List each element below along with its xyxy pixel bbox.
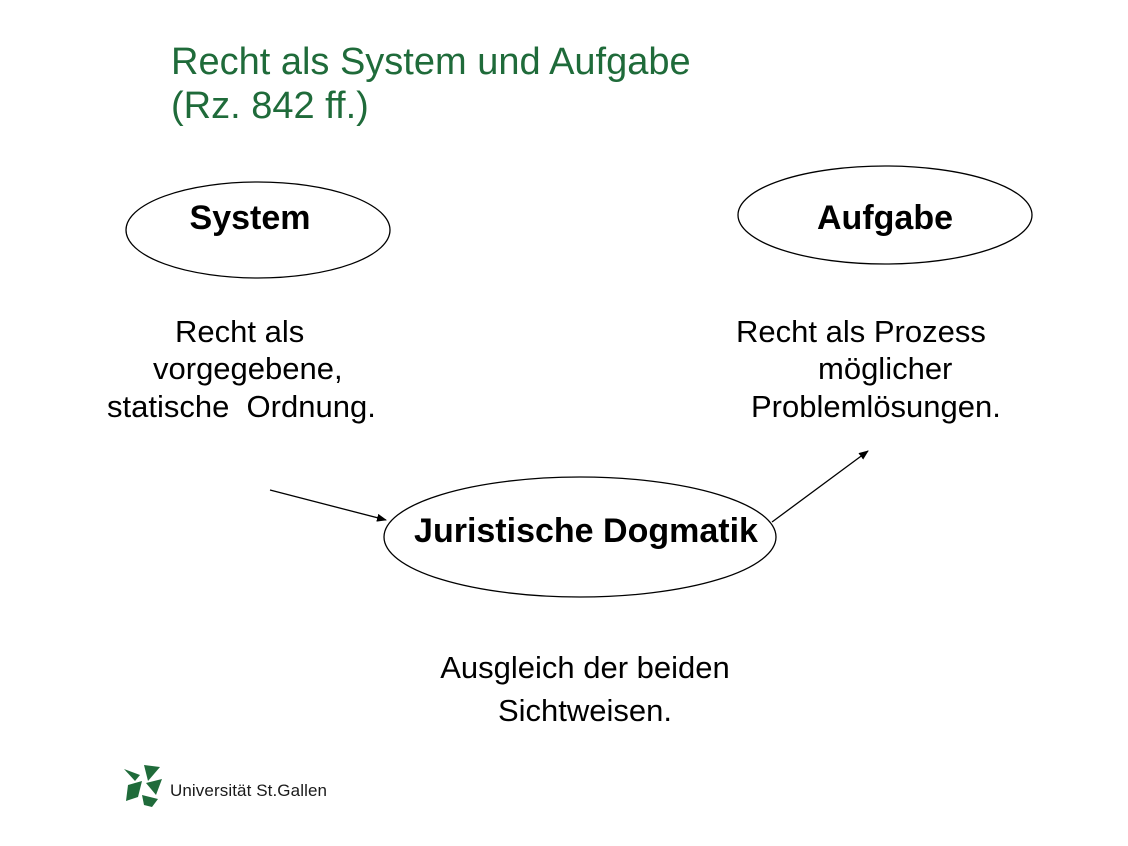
university-name: Universität St.Gallen: [170, 781, 328, 800]
page-title: Recht als System und Aufgabe (Rz. 842 ff…: [171, 40, 691, 128]
dogmatik-description: Ausgleich der beiden Sichtweisen.: [380, 646, 790, 732]
title-line-1: Recht als System und Aufgabe: [171, 41, 691, 83]
aufgabe-desc-line-1: Recht als Prozess: [736, 314, 986, 349]
arrow-system-to-dogmatik: [269, 489, 387, 522]
dogmatik-ellipse: [383, 476, 777, 598]
aufgabe-desc-line-2: möglicher: [818, 351, 953, 386]
aufgabe-ellipse: [737, 165, 1033, 265]
system-label: System: [189, 199, 311, 237]
hsg-leaf-icon: [124, 765, 162, 807]
dogmatik-label: Juristische Dogmatik: [414, 512, 758, 550]
dogmatik-desc-line-1: Ausgleich der beiden: [440, 650, 730, 685]
system-ellipse: [125, 181, 391, 279]
system-desc-line-3: statische Ordnung.: [107, 389, 376, 424]
system-desc-line-1: Recht als: [175, 314, 305, 349]
title-line-2: (Rz. 842 ff.): [171, 85, 369, 127]
arrow-dogmatik-to-aufgabe: [771, 450, 869, 523]
dogmatik-desc-line-2: Sichtweisen.: [497, 693, 673, 728]
system-desc-line-2: vorgegebene,: [153, 351, 343, 386]
aufgabe-label: Aufgabe: [817, 199, 953, 237]
university-logo: Universität St.Gallen: [124, 765, 344, 809]
aufgabe-desc-line-3: Problemlösungen.: [751, 389, 1001, 424]
